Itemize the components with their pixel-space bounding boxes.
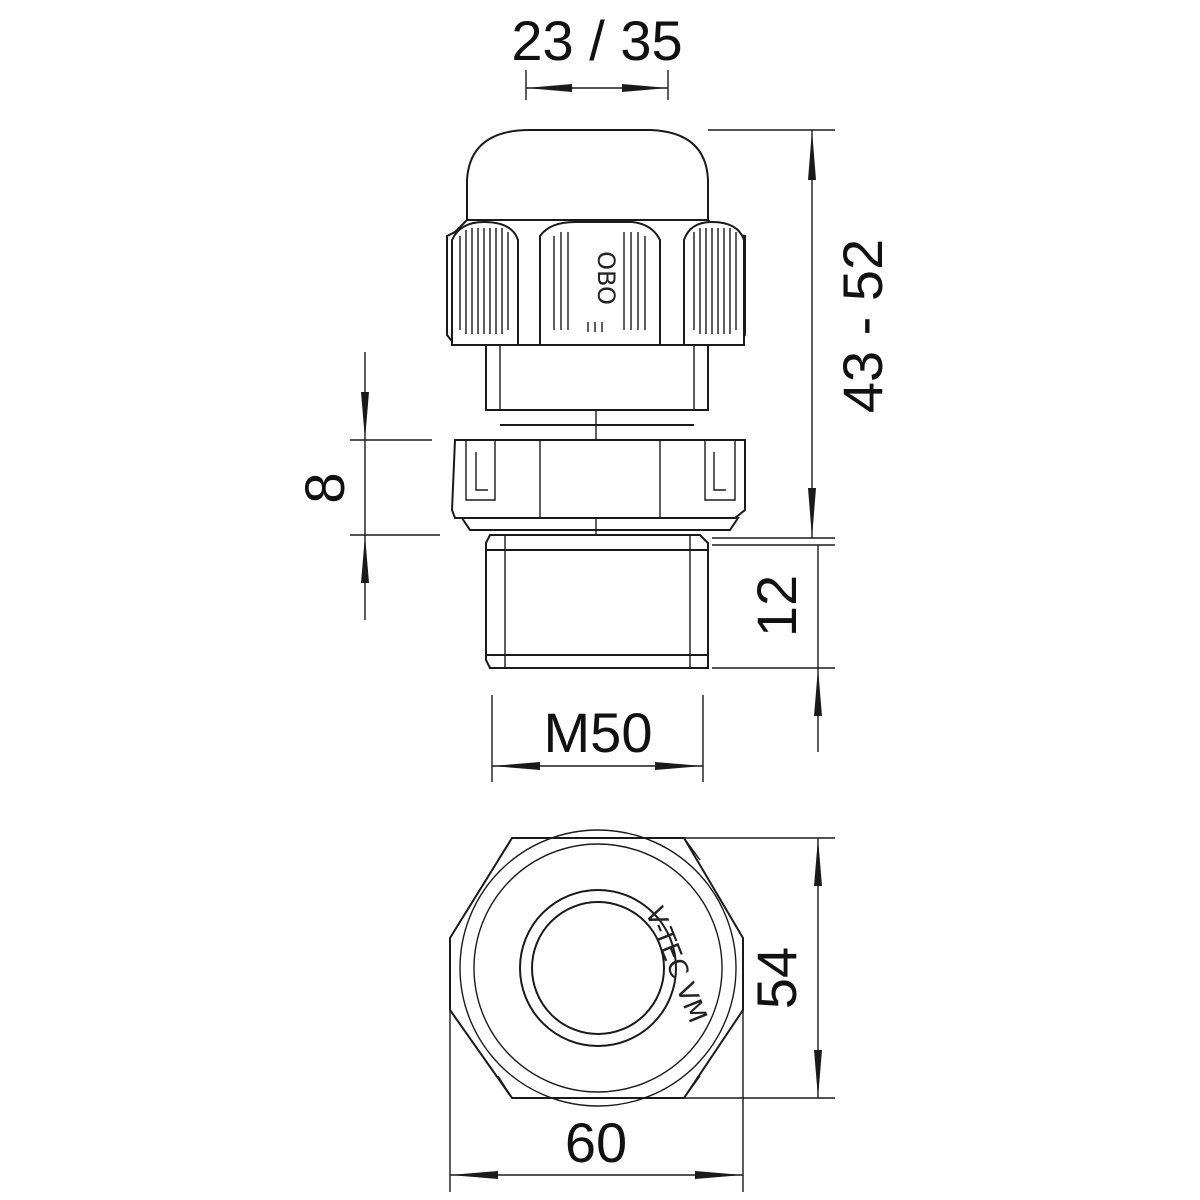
dim-total-height-label: 43 - 52 xyxy=(831,239,894,413)
nut-grip-center xyxy=(539,221,661,346)
side-view: OBO xyxy=(293,9,894,782)
dim-thread-length: 12 xyxy=(712,544,835,752)
obo-logo: OBO xyxy=(587,251,620,332)
dim-across-corners: 60 xyxy=(449,1010,744,1192)
dim-thread-length-label: 12 xyxy=(745,575,808,637)
seal-ring xyxy=(460,517,740,531)
dim-seal-height-label: 8 xyxy=(293,472,356,503)
dim-across-flats-label: 54 xyxy=(745,947,808,1009)
dim-cable-range-label: 23 / 35 xyxy=(511,9,682,72)
nut-face-circle xyxy=(473,843,723,1093)
nut-ribs xyxy=(459,228,737,334)
dome-cap xyxy=(466,129,709,221)
seal-inner-circle xyxy=(531,901,665,1035)
dim-across-corners-label: 60 xyxy=(565,1111,627,1174)
dim-thread-size-label: M50 xyxy=(544,701,653,764)
dim-cable-range: 23 / 35 xyxy=(511,9,683,100)
dim-thread-size: M50 xyxy=(491,695,704,782)
seal-outer-circle xyxy=(519,889,677,1047)
nut-grip-right xyxy=(683,220,745,346)
gland-neck xyxy=(485,344,709,411)
obo-logo-text: OBO xyxy=(592,251,620,305)
dim-total-height: 43 - 52 xyxy=(708,129,894,539)
dim-seal-height: 8 xyxy=(293,352,440,620)
top-view: V-TEC VM 54 60 xyxy=(449,829,835,1192)
nut-outer-circle xyxy=(459,829,737,1107)
gland-hex-body xyxy=(450,439,746,519)
dim-across-flats: 54 xyxy=(684,837,835,1099)
thread-section xyxy=(485,534,709,669)
